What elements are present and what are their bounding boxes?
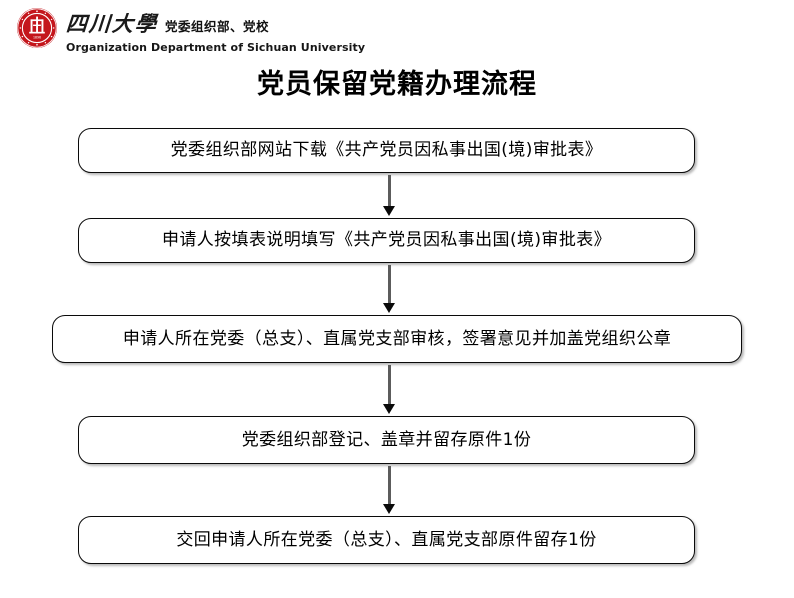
arrow-head [383,206,395,216]
page-header: 1896 四川大學 党委组织部、党校 Organization Departme… [0,0,794,56]
flow-step-5-box: 交回申请人所在党委（总支）、直属党支部原件留存1份 [78,516,695,564]
page-title: 党员保留党籍办理流程 [257,69,537,100]
sichuan-university-seal-icon: 1896 [16,7,58,49]
flow-step-2-box: 申请人按填表说明填写《共产党员因私事出国(境)审批表》 [78,218,695,263]
department-name-en: Organization Department of Sichuan Unive… [66,41,366,54]
flow-connector-arrow-2-down-icon [381,265,399,314]
flow-connector-arrow-1-down-icon [381,175,399,217]
arrow-shaft [388,365,391,405]
department-name-cn: 党委组织部、党校 [165,19,270,34]
flow-step-4-box: 党委组织部登记、盖章并留存原件1份 [78,416,695,464]
flow-connector-arrow-4-down-icon [381,466,399,515]
flow-step-5-label: 交回申请人所在党委（总支）、直属党支部原件留存1份 [176,529,597,550]
flow-step-4-label: 党委组织部登记、盖章并留存原件1份 [241,429,532,450]
flow-step-3-label: 申请人所在党委（总支）、直属党支部审核，签署意见并加盖党组织公章 [122,328,672,349]
arrow-shaft [388,175,391,207]
brand-text-block: 四川大學 党委组织部、党校 Organization Department of… [65,6,366,54]
svg-text:1896: 1896 [33,35,41,39]
flow-step-2-label: 申请人按填表说明填写《共产党员因私事出国(境)审批表》 [161,230,612,251]
flow-connector-arrow-3-down-icon [381,365,399,415]
arrow-shaft [388,466,391,505]
arrow-shaft [388,265,391,304]
arrow-head [383,404,395,414]
flow-step-1-box: 党委组织部网站下载《共产党员因私事出国(境)审批表》 [78,128,695,173]
arrow-head [383,504,395,514]
flow-step-1-label: 党委组织部网站下载《共产党员因私事出国(境)审批表》 [170,140,603,161]
flow-step-3-box: 申请人所在党委（总支）、直属党支部审核，签署意见并加盖党组织公章 [52,315,742,363]
arrow-head [383,303,395,313]
